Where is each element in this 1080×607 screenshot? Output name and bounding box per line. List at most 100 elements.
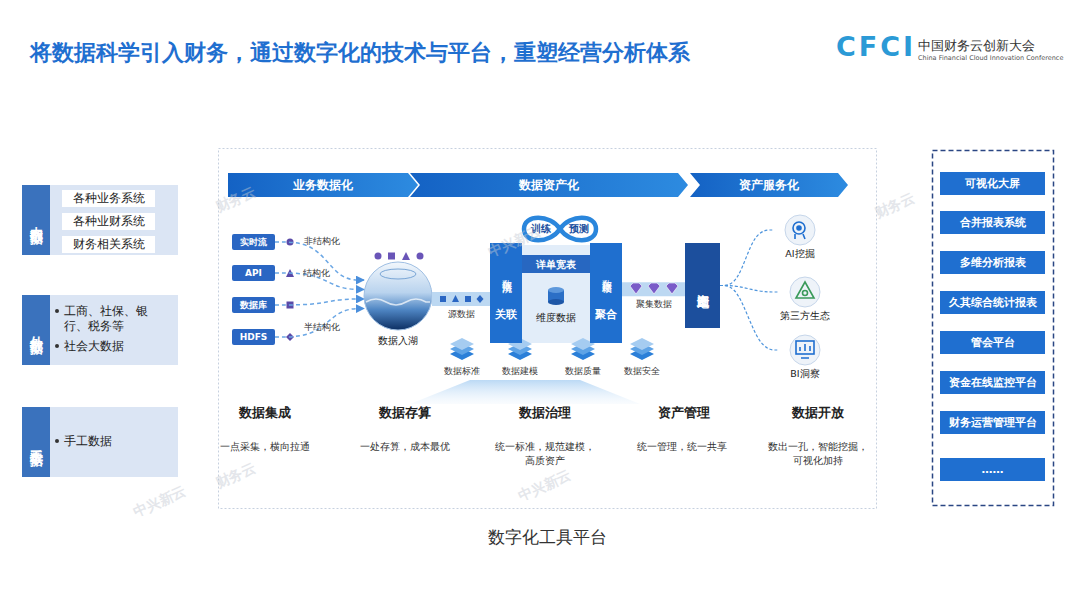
output-box: 资金在线监控平台: [940, 371, 1045, 394]
group-panel: 手工数据手工数据: [22, 407, 178, 477]
watermark: 财务云: [855, 180, 936, 232]
data-square: [440, 296, 446, 302]
node-text: 手工数据: [22, 407, 50, 477]
output-box: 合并报表系统: [940, 211, 1045, 234]
group-panel: 外部数据工商、社保、银行、税务等社会大数据: [22, 295, 178, 365]
bullet-dot: [55, 344, 59, 348]
database-icon: [548, 287, 564, 305]
node-text: 数据建模: [590, 249, 622, 299]
node-text: API: [232, 265, 275, 281]
node-text: 数据资产化: [410, 173, 688, 197]
inflow-square: [388, 253, 395, 260]
data-square: [465, 296, 471, 302]
head-outline: [793, 222, 805, 234]
service-icon: AI挖掘: [774, 214, 826, 264]
node-text: 管会平台: [940, 331, 1045, 354]
source-data-symbols: [440, 295, 484, 303]
logo-mark: CFCI: [836, 28, 916, 66]
watermark: 财务云: [196, 174, 277, 226]
data-triangle: [452, 295, 459, 302]
node-text: 关联: [490, 307, 522, 322]
chevron-shape: [690, 173, 848, 197]
group-panel: 内部数据各种业务系统各种业财系统财务相关系统: [22, 185, 178, 255]
icon-disc: [790, 335, 820, 365]
flow-connector: [720, 286, 779, 293]
source-box: HDFS: [232, 329, 275, 345]
system-item: 各种业务系统: [62, 190, 155, 207]
bullet-dot: [55, 439, 59, 443]
node-text: 可视化大屏: [940, 172, 1045, 195]
table-label: 详单宽表: [522, 258, 590, 271]
inflow-triangle: [402, 252, 410, 260]
chevron-shape: [410, 173, 688, 197]
node-text: 合并报表系统: [940, 211, 1045, 234]
detail-panel: [522, 245, 590, 343]
system-item: 财务相关系统: [62, 236, 155, 253]
node-text: 预测: [564, 222, 594, 236]
process-box: 数据建模聚合: [590, 243, 622, 343]
service-icon: 第三方生态: [779, 276, 831, 326]
output-box: 财务运营管理平台: [940, 411, 1045, 434]
node-text: 资产地图: [685, 243, 720, 328]
flow-band: [622, 282, 685, 296]
data-lake: 数据入湖: [364, 262, 432, 348]
stage-heading: 资产管理: [639, 404, 729, 422]
flow-connector: [275, 242, 364, 280]
flow-connector: [275, 299, 364, 305]
node-text: AI挖掘: [770, 248, 830, 261]
node-text: 资产服务化: [690, 173, 848, 197]
database-top: [548, 287, 564, 293]
node-text: 实时流: [232, 234, 275, 250]
stage-heading: 数据开放: [773, 404, 863, 422]
data-diamond: [477, 295, 484, 303]
node-text: 内部数据: [22, 185, 50, 255]
flow-connector: [275, 309, 364, 337]
bullet-dot: [55, 309, 59, 313]
inflow-circle: [375, 253, 382, 260]
platform-frame: [219, 149, 877, 509]
system-item: 各种业财系统: [62, 213, 155, 230]
node-text: 各种业务系统: [62, 190, 155, 207]
output-box: 管会平台: [940, 331, 1045, 354]
lake-rim: [380, 269, 416, 279]
node-text: BI洞察: [775, 368, 835, 381]
stage-note: 数出一孔，智能挖掘，可视化加持: [765, 440, 871, 468]
title-text: 将数据科学引入财务，通过数字化的技术与平台，重塑经营分析体系: [30, 38, 690, 68]
database-base: [548, 299, 564, 305]
node-text: 第三方生态: [775, 310, 835, 323]
gem: [666, 283, 678, 294]
edge-label: 非结构化: [292, 236, 352, 248]
gem: [648, 283, 660, 294]
logo-subtext: China Financial Cloud Innovation Confere…: [918, 54, 1078, 63]
edge-label: 结构化: [286, 268, 346, 280]
head-dot: [797, 226, 801, 230]
tool-label: 数据安全: [612, 366, 672, 378]
gem: [630, 283, 642, 294]
node-text: 多维分析报表: [940, 251, 1045, 274]
node-text: 工商、社保、银行、税务等: [64, 304, 164, 334]
stage-heading: 数据存算: [360, 404, 450, 422]
layer-top: [450, 338, 474, 350]
flow-connector: [720, 286, 779, 351]
layer-icon: [450, 338, 474, 360]
head-neck: [795, 234, 805, 239]
node-text: 数据入湖: [358, 334, 438, 348]
layer-icon: [630, 338, 654, 360]
icon-glyph: [796, 341, 814, 358]
logo-text: 中国财务云创新大会: [918, 37, 1058, 55]
node-text: 数字化工具平台: [218, 526, 876, 549]
cycle-triangle: [796, 282, 814, 298]
watermark: 中兴新云: [505, 460, 586, 512]
lake-sphere: [364, 262, 432, 330]
node-text: 资金在线监控平台: [940, 371, 1045, 394]
lake-inflow-symbols: [375, 252, 424, 260]
icon-disc: [790, 277, 820, 307]
node-text: 手工数据: [64, 434, 164, 449]
source-box: 实时流: [232, 234, 275, 250]
inflow-circle: [417, 253, 424, 260]
output-box: 多维分析报表: [940, 251, 1045, 274]
